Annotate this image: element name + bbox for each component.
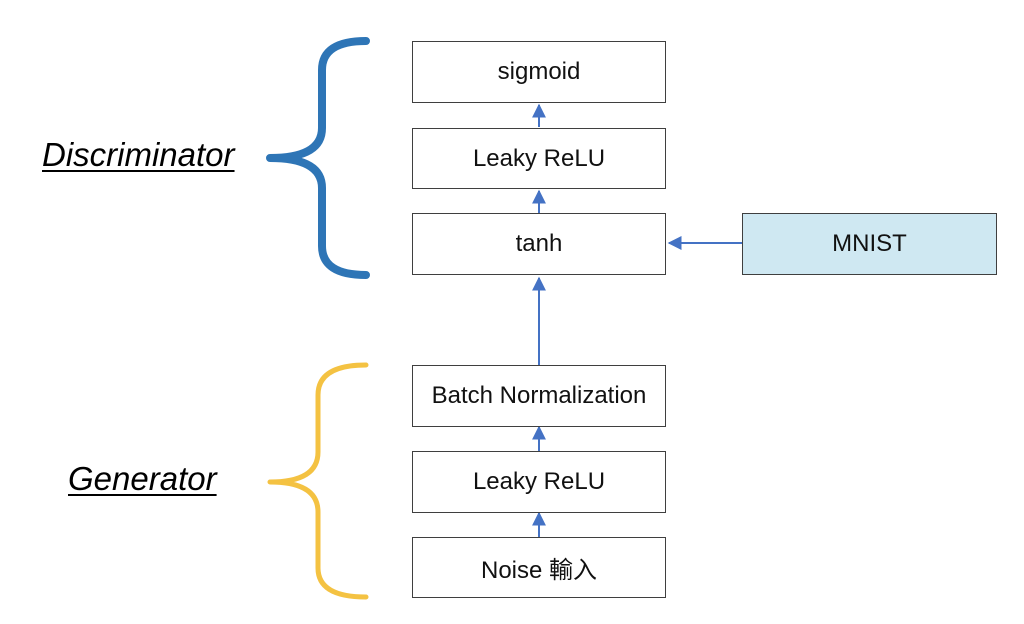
generator-brace	[267, 362, 369, 600]
discriminator-brace	[266, 37, 370, 279]
generator-label: Generator	[68, 460, 217, 497]
discriminator-label: Discriminator	[42, 136, 235, 173]
node-leaky-relu-discriminator: Leaky ReLU	[412, 128, 666, 189]
node-leaky-relu-generator: Leaky ReLU	[412, 451, 666, 513]
node-noise-input: Noise 輸入	[412, 537, 666, 598]
node-sigmoid: sigmoid	[412, 41, 666, 103]
node-mnist: MNIST	[742, 213, 997, 275]
node-batch-normalization: Batch Normalization	[412, 365, 666, 427]
node-tanh: tanh	[412, 213, 666, 275]
